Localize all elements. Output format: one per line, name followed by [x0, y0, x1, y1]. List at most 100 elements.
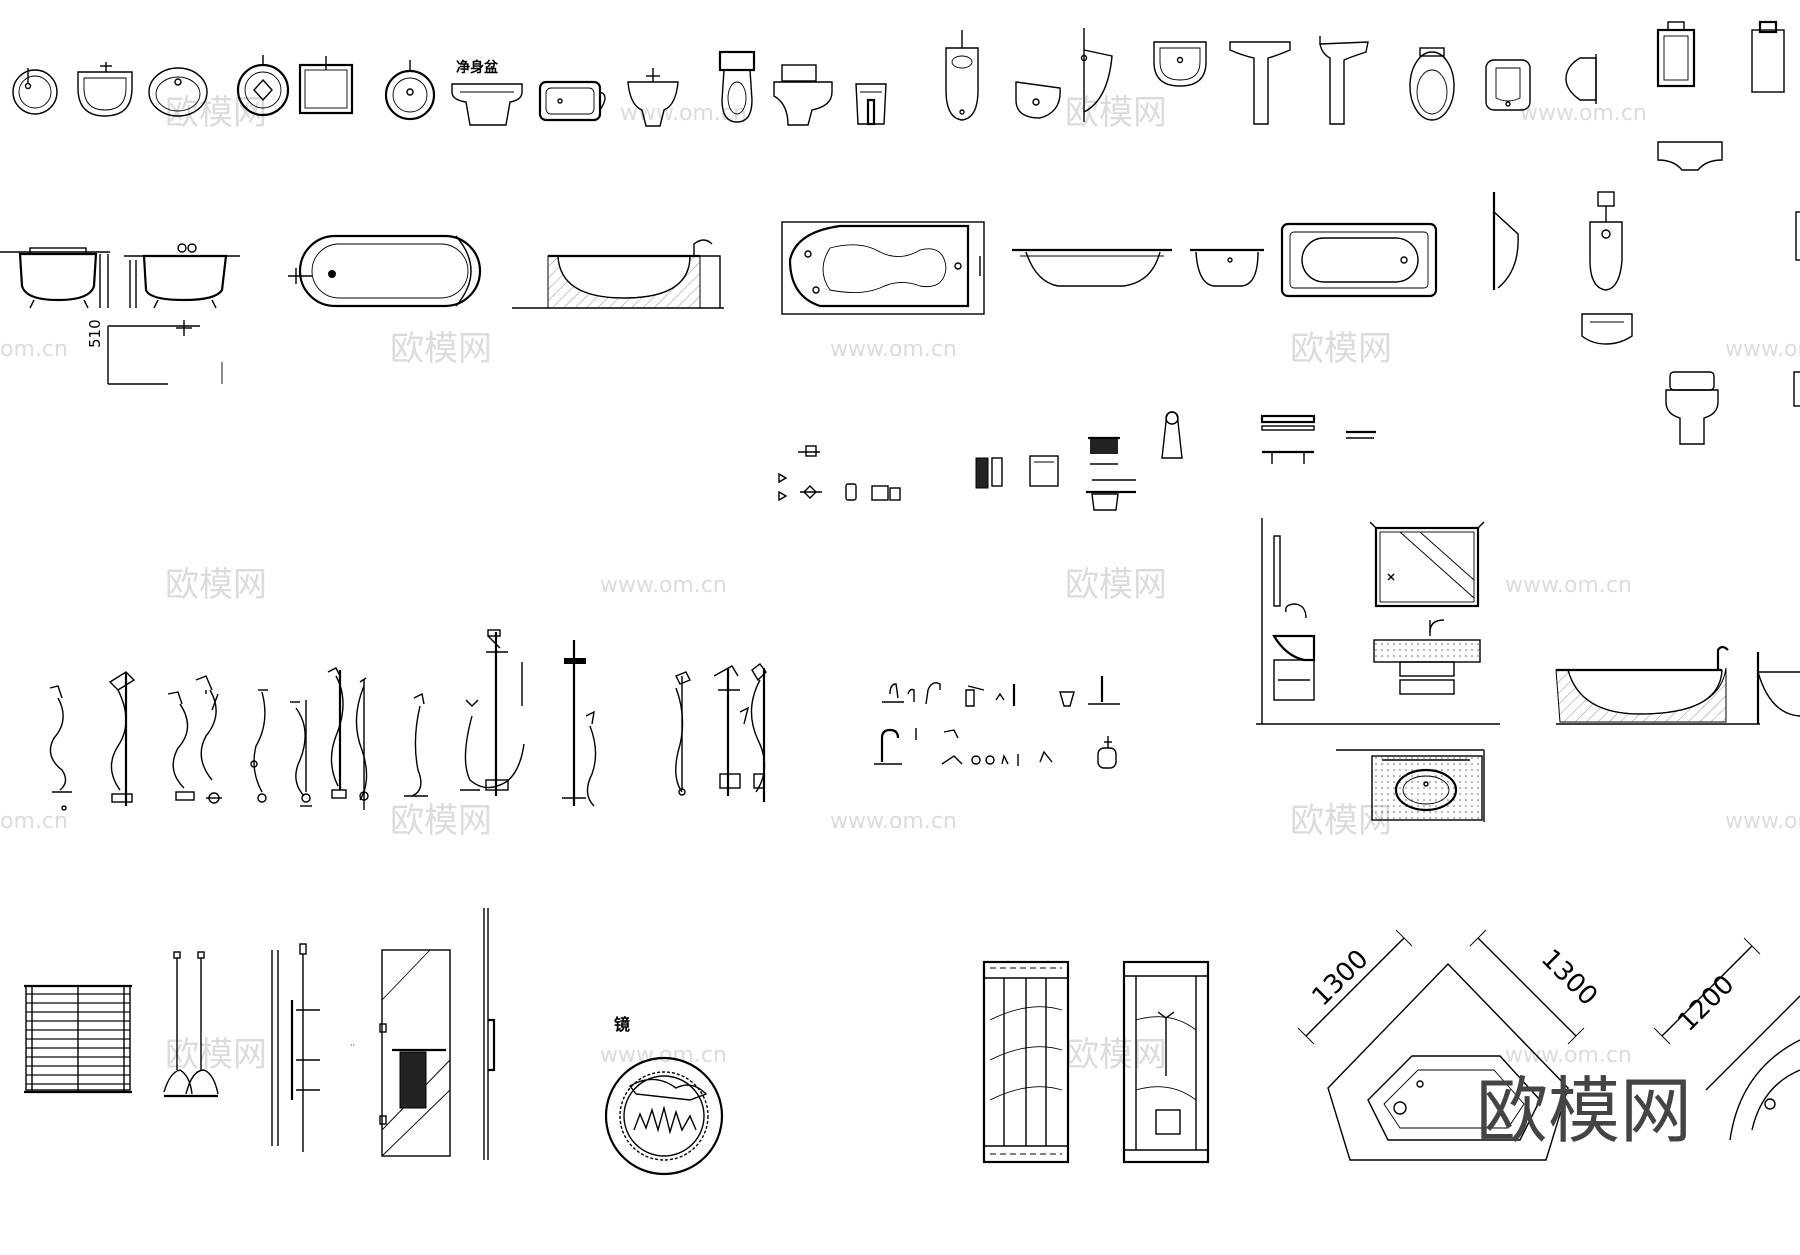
- hand-shower-1: [404, 692, 428, 797]
- shower-hose-2: [167, 691, 195, 801]
- watermark-layer: 欧模网 www.om.cn 欧模网 www.om.cn om.cn 欧模网 ww…: [0, 93, 1800, 1075]
- d-shaped-basin-plan: [77, 62, 133, 117]
- watermark-url: www.om.cn: [1520, 101, 1647, 126]
- watermark-url: www.om.cn: [1505, 1043, 1632, 1068]
- pedestal-basin-plan: [1153, 41, 1207, 87]
- mirror-label: 镜: [614, 1015, 630, 1034]
- shower-column-5: [713, 665, 750, 796]
- urinal-plan: [1015, 81, 1061, 119]
- glass-panel-towel: [379, 949, 451, 1157]
- urinal-front-2: [1589, 191, 1623, 291]
- shower-hose-1: [49, 685, 72, 811]
- shower-room-side: [1122, 960, 1210, 1164]
- vanity-front: [1373, 619, 1481, 695]
- watermark-url: www.om.cn: [620, 101, 747, 126]
- shower-hose-3: [195, 675, 222, 804]
- watermark-url-partial: om.cn: [0, 809, 68, 834]
- site-logo: 欧模网: [1476, 1069, 1692, 1153]
- clawfoot-tub-front: [18, 247, 109, 309]
- window-blind: [24, 984, 132, 1094]
- shower-rail-1: [290, 700, 312, 807]
- pedestal-basin-front: [1229, 41, 1291, 125]
- watermark-url: www.om.cn: [1505, 573, 1632, 598]
- wall-urinal-side: [1751, 20, 1785, 93]
- row-accessories: [778, 411, 1376, 511]
- watermark-url: www.om.cn: [600, 573, 727, 598]
- watermark-url-partial: om.cn: [0, 337, 68, 362]
- corner-dim-second: 1200: [1672, 970, 1740, 1038]
- watermark-url: www.om.cn: [600, 1043, 727, 1068]
- watermark-url: www.om.cn: [830, 337, 957, 362]
- watermark-url: www.om.cn: [830, 809, 957, 834]
- squat-toilet-plan: [1485, 59, 1531, 111]
- countertop-plan: [1336, 749, 1485, 822]
- toilet-plan-2: [1409, 47, 1455, 121]
- watermark-cn: 欧模网: [1290, 329, 1392, 369]
- shower-column-2: [460, 629, 525, 796]
- oval-basin-plan: [148, 67, 208, 117]
- square-basin-plan: [298, 56, 354, 115]
- corner-dim-right: 1300: [1535, 944, 1603, 1012]
- pedestal-basin-side: [1319, 36, 1369, 125]
- round-basin-plan: [12, 68, 58, 115]
- watermark-cn: 欧模网: [1065, 93, 1167, 133]
- watermark-cn: 欧模网: [1065, 1035, 1167, 1075]
- round-decorative-mirror: [604, 1056, 724, 1176]
- vanity-set: [1256, 518, 1500, 822]
- shower-rail-2: [327, 667, 347, 799]
- urinal-plan-3: [1657, 141, 1723, 171]
- toilet-front: [1665, 371, 1719, 445]
- shower-column-1: [108, 671, 136, 806]
- faucet-set: [874, 676, 1120, 769]
- small-mark: ··: [350, 1041, 355, 1050]
- drop-in-tub-front: [1012, 248, 1172, 287]
- watermark-cn: 欧模网: [165, 93, 267, 133]
- urinal-side: [1080, 28, 1113, 122]
- whirlpool-bathtub-plan: [781, 221, 985, 315]
- shower-rail-3: [355, 677, 369, 810]
- watermark-cn: 欧模网: [390, 801, 492, 841]
- clawfoot-tub-side: [124, 243, 240, 309]
- mirror-front: [1369, 521, 1485, 608]
- watermark-cn: 欧模网: [390, 329, 492, 369]
- watermark-url: www.om.cn: [1725, 809, 1800, 834]
- height-dimension-label: 510: [86, 319, 104, 348]
- toilet-side: [773, 64, 833, 126]
- counter-basin-plan: [538, 80, 606, 122]
- watermark-cn: 欧模网: [1065, 565, 1167, 605]
- hooks-cluster: [778, 445, 901, 502]
- grab-bars: ··: [271, 943, 355, 1152]
- oval-bathtub-plan: [288, 234, 482, 308]
- row-bathtubs: 510: [0, 191, 1800, 445]
- shower-column-6: [750, 663, 767, 802]
- bidet-front: [855, 83, 887, 126]
- bidet-elevation: [451, 83, 523, 126]
- shower-room-front: [982, 960, 1070, 1164]
- mop-tools: [163, 951, 219, 1098]
- round-basin-plan-2: [384, 60, 436, 121]
- vanity-side: [1256, 518, 1500, 725]
- freestanding-tub-section: [1555, 645, 1800, 725]
- bidet-side: [627, 68, 679, 127]
- urinal-plan-2: [1565, 54, 1597, 104]
- watermark-cn: 欧模网: [165, 1035, 267, 1075]
- watermark-cn: 欧模网: [165, 565, 267, 605]
- wall-urinal-front: [1656, 21, 1696, 88]
- urinal-plan-4: [1581, 313, 1633, 345]
- shower-column-3: [562, 640, 597, 807]
- rectangular-bathtub-plan: [1280, 222, 1438, 298]
- shower-column-4: [675, 671, 691, 796]
- towel-racks: [975, 411, 1183, 511]
- toilet-plan: [718, 50, 756, 123]
- row-basins-toilets: 净身盆: [12, 20, 1785, 171]
- shower-hose-4: [250, 689, 268, 803]
- height-dimension: 510: [86, 319, 223, 385]
- shower-set: [49, 629, 767, 811]
- urinal-side-2: [1492, 192, 1519, 290]
- vessel-basin-plan: [236, 55, 290, 117]
- small-tub-front: [1190, 248, 1264, 287]
- door-handle: [483, 908, 496, 1160]
- towel-bars: [1260, 414, 1376, 464]
- watermark-url: www.om.cn: [1725, 337, 1800, 362]
